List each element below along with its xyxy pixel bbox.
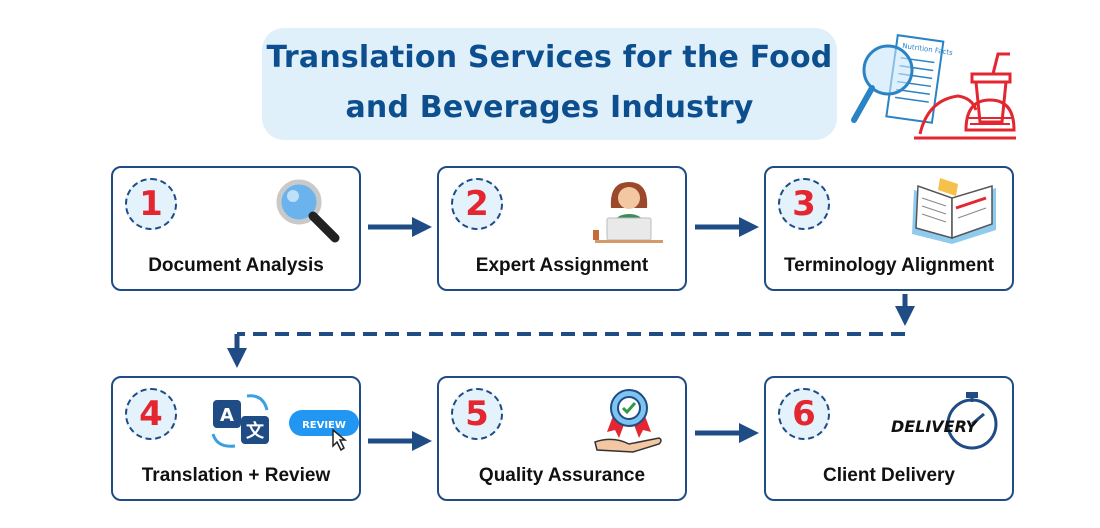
magnifier-icon	[273, 178, 343, 246]
quality-badge-hand-icon	[589, 386, 669, 454]
delivery-badge-text: DELIVERY	[891, 417, 979, 436]
step-number-1: 1	[125, 178, 177, 230]
open-book-icon	[906, 174, 1002, 250]
step-number-2: 2	[451, 178, 503, 230]
step-number-6: 6	[778, 388, 830, 440]
step-card-6: 6 DELIVERY Client Delivery	[764, 376, 1014, 501]
step-label-1: Document Analysis	[148, 255, 324, 276]
step-card-3: 3 Terminology Alignment	[764, 166, 1014, 291]
person-laptop-icon	[589, 174, 669, 246]
step-label-3: Terminology Alignment	[783, 255, 995, 276]
step-label-2: Expert Assignment	[475, 255, 649, 276]
food-nutrition-icon: Nutrition Facts	[848, 30, 1028, 150]
review-badge-text: REVIEW	[302, 420, 346, 431]
title-line-2: and Beverages Industry	[345, 90, 754, 125]
title-line-1: Translation Services for the Food	[266, 40, 833, 75]
step-card-5: 5 Quality Assurance	[437, 376, 687, 501]
step-card-2: 2 Expert Assignment	[437, 166, 687, 291]
step-card-1: 1 Document Analysis	[111, 166, 361, 291]
step-number-3: 3	[778, 178, 830, 230]
dashed-return-connector	[227, 332, 905, 368]
stopwatch-icon: DELIVERY	[886, 386, 1004, 458]
svg-text:A: A	[220, 405, 234, 426]
step-label-6: Client Delivery	[823, 465, 955, 486]
review-button-icon: REVIEW	[287, 406, 363, 452]
step-number-5: 5	[451, 388, 503, 440]
translate-icon: A 文	[207, 390, 279, 452]
step-card-4: 4 A 文 REVIEW Translation + Review	[111, 376, 361, 501]
step-number-4: 4	[125, 388, 177, 440]
title-banner: Translation Services for the Food and Be…	[262, 28, 837, 140]
svg-text:文: 文	[246, 420, 265, 442]
step-label-5: Quality Assurance	[478, 465, 646, 486]
step-label-4: Translation + Review	[141, 465, 331, 486]
